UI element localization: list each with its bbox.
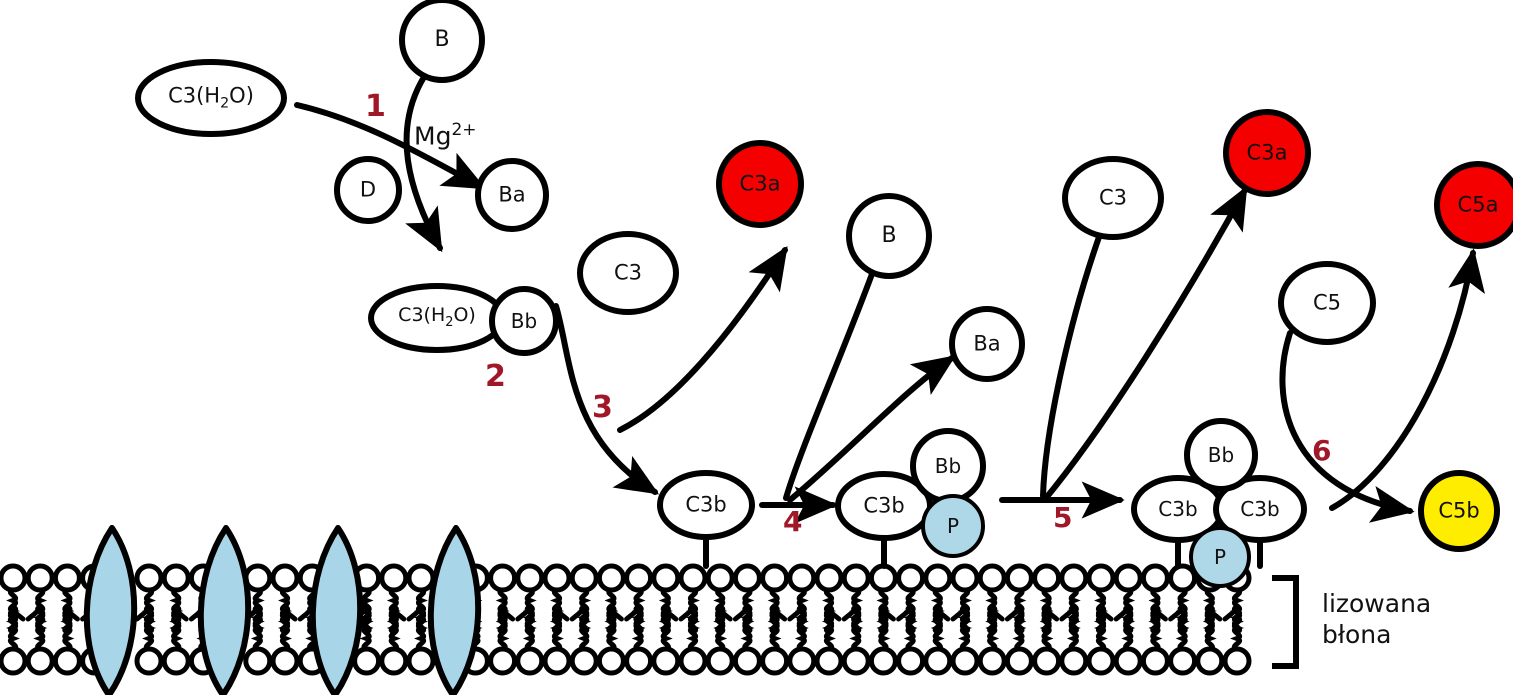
node-label-c3b_4: C3b: [1240, 497, 1280, 521]
node-ba_1: [475, 158, 549, 232]
node-bb_1: [489, 286, 559, 356]
membrane-protein: [197, 525, 252, 695]
node-c3h2o_free: [135, 59, 287, 137]
mg-text: Mg: [414, 121, 452, 151]
node-label-c3_mid: C3: [613, 260, 643, 285]
node-label-c5b: C5b: [1438, 498, 1480, 523]
step-number-5: 5: [1053, 501, 1073, 534]
node-label-c3h2o_free: C3(H2O): [168, 83, 254, 112]
node-c3_right: [1062, 156, 1164, 240]
node-bb_3: [1184, 418, 1258, 492]
reaction-arrows: [294, 74, 1485, 524]
node-label-c3b_2: C3b: [863, 493, 905, 518]
node-label-c5a: C5a: [1457, 192, 1499, 217]
node-c5a: [1434, 161, 1513, 249]
membrane-protein: [309, 525, 364, 695]
node-label-c3_right: C3: [1098, 185, 1128, 210]
node-label-b_mid: B: [881, 223, 897, 248]
node-c5: [1278, 261, 1376, 345]
step-number-4: 4: [783, 505, 803, 538]
node-label-bb_1: Bb: [510, 309, 538, 333]
node-d_factor: [334, 156, 402, 224]
node-label-bb_2: Bb: [934, 454, 962, 478]
node-b_top: [399, 0, 485, 83]
node-c3_mid: [577, 231, 679, 315]
node-label-b_top: B: [434, 27, 450, 52]
node-label-c3b_3: C3b: [1158, 497, 1198, 521]
node-label-p_1: P: [946, 514, 960, 538]
molecule-nodes: [135, 0, 1513, 588]
mg-charge: 2+: [451, 120, 477, 140]
node-c3b_1: [657, 470, 755, 540]
node-c5b: [1418, 470, 1500, 552]
membrane-protein: [427, 525, 482, 695]
magnesium-cofactor-label: Mg2+: [414, 120, 477, 151]
node-label-c3a_1: C3a: [739, 171, 781, 196]
node-c3b_4: [1213, 475, 1307, 543]
step-number-2: 2: [485, 359, 506, 394]
membrane-anchor-stems: [703, 535, 1263, 569]
membrane-proteins: [83, 525, 482, 695]
caption-line-2: błona: [1322, 619, 1392, 649]
node-label-ba_1: Ba: [498, 182, 526, 207]
membrane-protein: [83, 525, 138, 695]
lysed-membrane-bracket: [1272, 575, 1299, 669]
node-label-c3a_2: C3a: [1246, 140, 1288, 165]
node-ba_2: [949, 306, 1025, 382]
node-label-c3b_1: C3b: [685, 492, 727, 517]
node-c3a_2: [1223, 109, 1311, 197]
node-b_mid: [846, 193, 932, 279]
node-p_2: [1189, 526, 1251, 588]
node-p_1: [921, 494, 985, 558]
step-number-3: 3: [592, 390, 613, 425]
step-number-6: 6: [1312, 434, 1332, 467]
node-label-bb_3: Bb: [1207, 443, 1235, 467]
node-label-p_2: P: [1213, 545, 1227, 569]
node-label-c5: C5: [1312, 290, 1342, 315]
node-c3a_1: [716, 140, 804, 228]
node-label-c3h2o_bound: C3(H2O): [398, 304, 476, 330]
lipid-bilayer: [0, 563, 1252, 676]
node-label-ba_2: Ba: [973, 331, 1001, 356]
step-number-1: 1: [365, 89, 386, 124]
caption-line-1: lizowana: [1322, 589, 1432, 618]
node-label-d_factor: D: [359, 177, 377, 202]
